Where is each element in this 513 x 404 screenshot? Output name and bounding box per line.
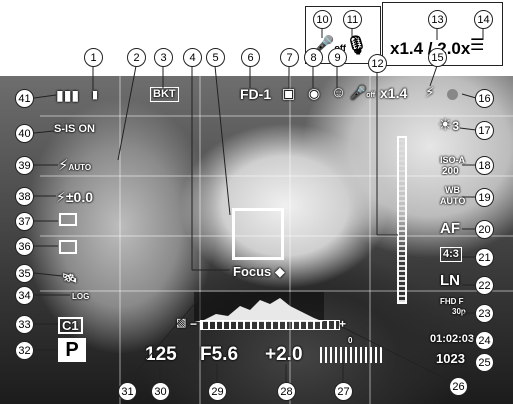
face-detect-icon: ☺ [331, 84, 347, 101]
callout-21: 21 [475, 248, 494, 267]
af-target-frame[interactable] [232, 208, 284, 260]
histogram [194, 292, 324, 322]
callout-15: 15 [428, 48, 447, 67]
shots-remaining-text: 1023 [436, 351, 465, 366]
callout-5: 5 [206, 48, 225, 67]
art-filter-icon: ◉ [308, 85, 321, 101]
callout-31: 31 [118, 382, 137, 401]
flash-mode-icon: ⚡AUTO [58, 157, 92, 174]
callout-36: 36 [15, 237, 34, 256]
callout-41: 41 [15, 89, 34, 108]
exposure-comp-text: +2.0 [265, 344, 303, 365]
drive-mode-icon [59, 213, 77, 226]
callout-38: 38 [15, 187, 34, 206]
callout-16: 16 [475, 89, 494, 108]
callout-28: 28 [277, 382, 296, 401]
callout-40: 40 [15, 124, 34, 143]
callout-22: 22 [475, 276, 494, 295]
flash-comp-text: ⚡±0.0 [56, 189, 93, 205]
level-minus-icon: − [190, 317, 198, 331]
callout-1: 1 [84, 48, 103, 67]
callout-29: 29 [208, 382, 227, 401]
shoot-mode-badge[interactable]: P [58, 338, 86, 362]
callout-9: 9 [328, 48, 347, 67]
flash-charge-icon: ⚡ [425, 84, 435, 100]
custom-mode-text: C1 [58, 317, 83, 334]
callout-27: 27 [334, 382, 353, 401]
callout-11: 11 [343, 10, 362, 29]
callout-4: 4 [183, 48, 202, 67]
bkt-text: BKT [150, 87, 179, 102]
record-dot-icon [447, 89, 458, 100]
af-mode-text: AF [440, 220, 460, 237]
callout-30: 30 [151, 382, 170, 401]
callout-13: 13 [428, 10, 447, 29]
rec-time-text: 01:02:03 [430, 333, 475, 345]
battery-icon: ▮▮▮ [56, 87, 80, 103]
metering-icon [59, 240, 77, 254]
callout-10: 10 [313, 10, 332, 29]
callout-12: 12 [368, 54, 387, 73]
callout-17: 17 [475, 121, 494, 140]
aperture-text: F5.6 [200, 344, 239, 365]
zoom-level-bar [397, 136, 407, 304]
callout-3: 3 [154, 48, 173, 67]
exposure-scale-zero: 0 [348, 336, 353, 345]
callout-39: 39 [15, 156, 34, 175]
video-mode-text: FHD F [440, 297, 464, 306]
bracket-icon: ☰ [470, 37, 485, 54]
sd-card-icon: ▮ [92, 89, 99, 101]
callout-34: 34 [15, 286, 34, 305]
callout-24: 24 [475, 331, 494, 350]
iso-value: 200 [442, 166, 459, 177]
callout-37: 37 [15, 212, 34, 231]
callout-35: 35 [15, 264, 34, 283]
mic-off-icon: 🎤off [350, 85, 376, 100]
image-stabilizer-icon: ▣ [282, 85, 296, 101]
is-mode-text: S-IS ON [54, 123, 95, 135]
aspect-ratio-text: 4:3 [440, 247, 462, 262]
callout-19: 19 [475, 188, 494, 207]
teleconverter-active-text: x1.4 [380, 85, 408, 101]
callout-8: 8 [304, 48, 323, 67]
teleconverter-text: x1.4 / 2.0x [390, 39, 471, 58]
shutter-speed-text: 125 [145, 344, 177, 365]
mic-icon-2: 🎙 [345, 35, 368, 55]
iso-label: ISO-A [440, 155, 466, 165]
wb-label: WB [445, 185, 460, 195]
callout-20: 20 [475, 220, 494, 239]
log-text: LOG [72, 292, 90, 301]
video-fps-text: 30p [452, 307, 466, 316]
level-plus-icon: + [339, 317, 347, 331]
callout-18: 18 [475, 156, 494, 175]
exposure-scale [320, 347, 382, 363]
callout-33: 33 [15, 315, 34, 334]
wb-value: AUTO [440, 196, 466, 206]
callout-25: 25 [475, 353, 494, 372]
gps-icon: 🛰 [62, 271, 78, 285]
tilt-icon: ▧ [176, 317, 187, 329]
focus-label: Focus ◆ [233, 264, 285, 279]
callout-6: 6 [241, 48, 260, 67]
callout-23: 23 [475, 304, 494, 323]
callout-14: 14 [474, 10, 493, 29]
level-gauge [200, 320, 340, 330]
framing-grid [40, 76, 513, 404]
fd-text: FD-1 [240, 86, 272, 102]
callout-2: 2 [127, 48, 146, 67]
callout-32: 32 [15, 341, 34, 360]
image-quality-text: LN [440, 272, 460, 289]
callout-7: 7 [280, 48, 299, 67]
callout-26: 26 [449, 377, 468, 396]
scene-icon: ☀3 [438, 117, 460, 134]
